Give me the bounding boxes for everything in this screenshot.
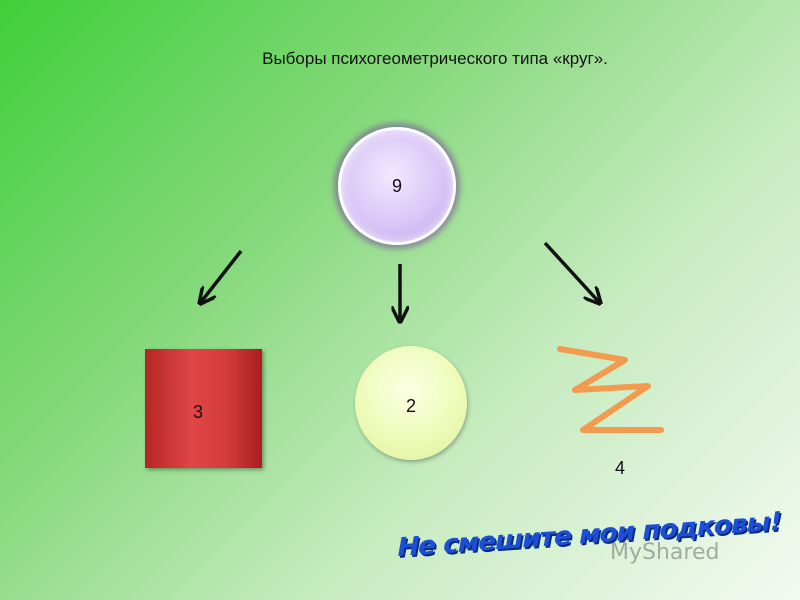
top-circle-node: 9 (338, 127, 456, 245)
arrow-to-zigzag (543, 241, 599, 302)
arrow-to-square (201, 249, 243, 302)
middle-circle-node (355, 346, 467, 460)
zigzag-label: 4 (615, 458, 626, 478)
top-circle-label: 9 (391, 175, 402, 196)
middle-circle-label: 2 (406, 396, 417, 416)
square-label: 3 (193, 402, 204, 422)
zigzag-shape (557, 346, 664, 433)
square-node (145, 349, 262, 468)
watermark: MyShared (610, 540, 720, 565)
slide-title: Выборы психогеометрического типа «круг». (262, 49, 608, 68)
